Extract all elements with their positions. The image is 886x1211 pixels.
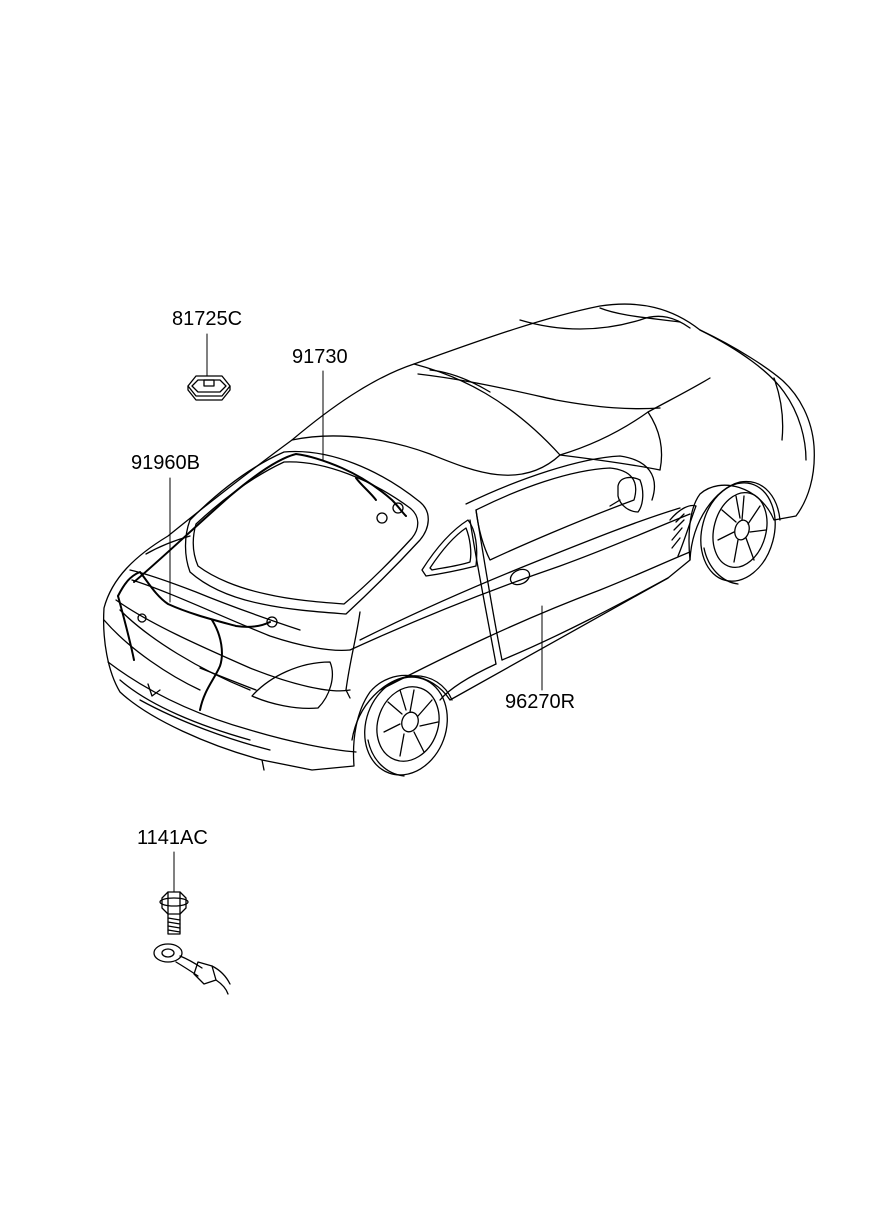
ground-terminal-part: [153, 943, 231, 995]
roof-wiring: [133, 453, 407, 583]
car-body: [102, 303, 815, 771]
front-wheel: [700, 482, 776, 585]
part-label-roof-wiring: 91730: [292, 346, 348, 368]
leader-lines: [169, 333, 543, 893]
part-label-ground-bolt: 1141AC: [137, 827, 208, 849]
rear-wheel: [364, 676, 448, 777]
room-lamp-part: [187, 375, 231, 401]
part-label-room-lamp: 81725C: [172, 308, 243, 330]
trunk-wiring: [117, 571, 278, 711]
part-label-trunk-wiring: 91960B: [131, 452, 200, 474]
part-label-door-wiring: 96270R: [505, 691, 576, 713]
ground-bolt-part: [159, 891, 189, 935]
